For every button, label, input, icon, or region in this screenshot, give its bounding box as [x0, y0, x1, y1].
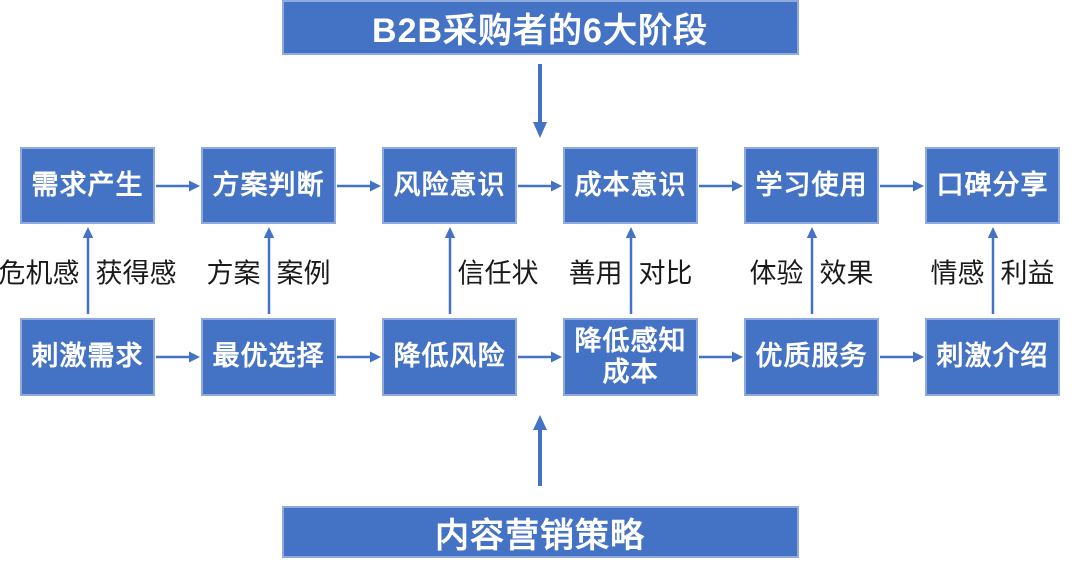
stage-label: 学习使用	[755, 169, 868, 200]
arrow-up-icon	[263, 227, 274, 314]
spacer	[879, 224, 925, 318]
stage-box-6: 口碑分享	[925, 147, 1060, 224]
arrow-up-icon	[625, 227, 636, 314]
arrow-up-icon	[533, 415, 547, 486]
bottom-banner: 内容营销策略	[281, 506, 799, 558]
strategy-connector-4	[698, 318, 744, 396]
stage-label: 口碑分享	[936, 169, 1049, 200]
strategy-box-5: 优质服务	[744, 318, 879, 396]
driver-left-label: 体验	[749, 258, 804, 289]
arrow-up-icon	[82, 227, 93, 314]
bottom-connector	[530, 396, 550, 506]
top-banner: B2B采购者的6大阶段	[281, 0, 799, 55]
arrow-up-icon	[444, 227, 455, 314]
driver-left-label: 危机感	[0, 258, 80, 289]
stage-box-1: 需求产生	[20, 147, 155, 224]
stage-connector-3	[517, 147, 563, 224]
strategy-box-4: 降低感知成本	[563, 318, 698, 396]
driver-right-label: 效果	[819, 258, 874, 289]
strategy-connector-5	[879, 318, 925, 396]
strategy-label: 刺激介绍	[936, 341, 1049, 372]
strategy-label: 优质服务	[755, 341, 868, 372]
stage-box-5: 学习使用	[744, 147, 879, 224]
driver-left-label: 善用	[568, 258, 623, 289]
arrow-down-icon	[533, 64, 547, 138]
driver-right-label: 信任状	[457, 258, 539, 289]
stage-label: 风险意识	[393, 169, 506, 200]
strategy-connector-3	[517, 318, 563, 396]
driver-left-label: 方案	[206, 258, 261, 289]
stage-box-2: 方案判断	[201, 147, 336, 224]
arrow-right-icon	[880, 180, 924, 191]
stage-box-3: 风险意识	[382, 147, 517, 224]
strategy-connector-1	[155, 318, 201, 396]
strategy-label: 降低风险	[393, 341, 506, 372]
spacer	[336, 224, 382, 318]
driver-left-label: 情感	[930, 258, 985, 289]
strategy-label: 最优选择	[212, 341, 325, 372]
driver-pair-4: 善用 对比	[563, 224, 698, 318]
driver-pair-3: 信任状	[382, 224, 539, 318]
stage-box-4: 成本意识	[563, 147, 698, 224]
arrow-right-icon	[699, 180, 743, 191]
bottom-banner-label: 内容营销策略	[435, 516, 645, 555]
arrow-right-icon	[337, 351, 381, 363]
strategy-box-6: 刺激介绍	[925, 318, 1060, 396]
strategy-connector-2	[336, 318, 382, 396]
arrow-right-icon	[699, 351, 743, 363]
strategy-label: 刺激需求	[31, 341, 144, 372]
strategy-box-1: 刺激需求	[20, 318, 155, 396]
driver-right-label: 对比	[638, 258, 693, 289]
spacer	[698, 224, 744, 318]
flow-grid: 需求产生 方案判断 风险意识 成本意识 学习使用 口碑分享 危机感 获得感 方案…	[0, 147, 1060, 396]
stage-label: 需求产生	[31, 169, 144, 200]
strategy-label: 降低感知成本	[574, 325, 687, 387]
arrow-right-icon	[518, 180, 562, 191]
driver-right-label: 获得感	[95, 258, 177, 289]
arrow-right-icon	[880, 351, 924, 363]
driver-pair-6: 情感 利益	[925, 224, 1060, 318]
stage-connector-1	[155, 147, 201, 224]
driver-right-label: 案例	[276, 258, 331, 289]
driver-pair-1: 危机感 获得感	[0, 224, 177, 318]
arrow-right-icon	[518, 351, 562, 363]
stage-connector-4	[698, 147, 744, 224]
driver-pair-2: 方案 案例	[201, 224, 336, 318]
top-banner-label: B2B采购者的6大阶段	[372, 12, 708, 50]
arrow-right-icon	[156, 351, 200, 363]
arrow-up-icon	[806, 227, 817, 314]
arrow-right-icon	[337, 180, 381, 191]
strategy-box-3: 降低风险	[382, 318, 517, 396]
arrow-up-icon	[987, 227, 998, 314]
driver-pair-5: 体验 效果	[744, 224, 879, 318]
strategy-box-2: 最优选择	[201, 318, 336, 396]
arrow-right-icon	[156, 180, 200, 191]
stage-label: 方案判断	[212, 169, 325, 200]
stage-label: 成本意识	[574, 169, 687, 200]
stage-connector-2	[336, 147, 382, 224]
top-connector	[530, 55, 550, 147]
stage-connector-5	[879, 147, 925, 224]
driver-right-label: 利益	[1000, 258, 1055, 289]
